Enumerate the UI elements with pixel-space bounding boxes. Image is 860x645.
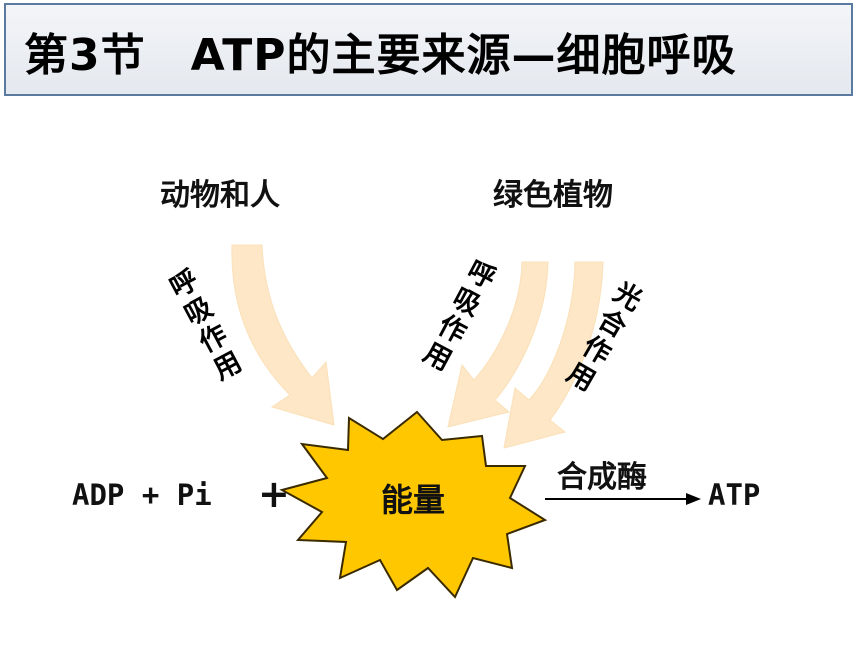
reactants-label: ADP + Pi <box>72 478 212 512</box>
reaction-arrow-head <box>686 493 701 505</box>
title-banner: 第3节 ATP的主要来源—细胞呼吸 <box>4 3 853 96</box>
atp-product-label: ATP <box>708 478 761 512</box>
left-curved-arrow <box>231 244 335 426</box>
plants-label: 绿色植物 <box>493 178 613 213</box>
page-title: 第3节 ATP的主要来源—细胞呼吸 <box>24 30 737 81</box>
energy-starburst <box>279 410 548 599</box>
energy-label: 能量 <box>381 481 446 519</box>
plus-sign: + <box>258 472 290 516</box>
right-curved-arrow-1 <box>447 261 549 428</box>
animals-label: 动物和人 <box>160 178 280 213</box>
right-curved-arrow-2 <box>503 261 604 449</box>
enzyme-label: 合成酶 <box>557 460 647 495</box>
